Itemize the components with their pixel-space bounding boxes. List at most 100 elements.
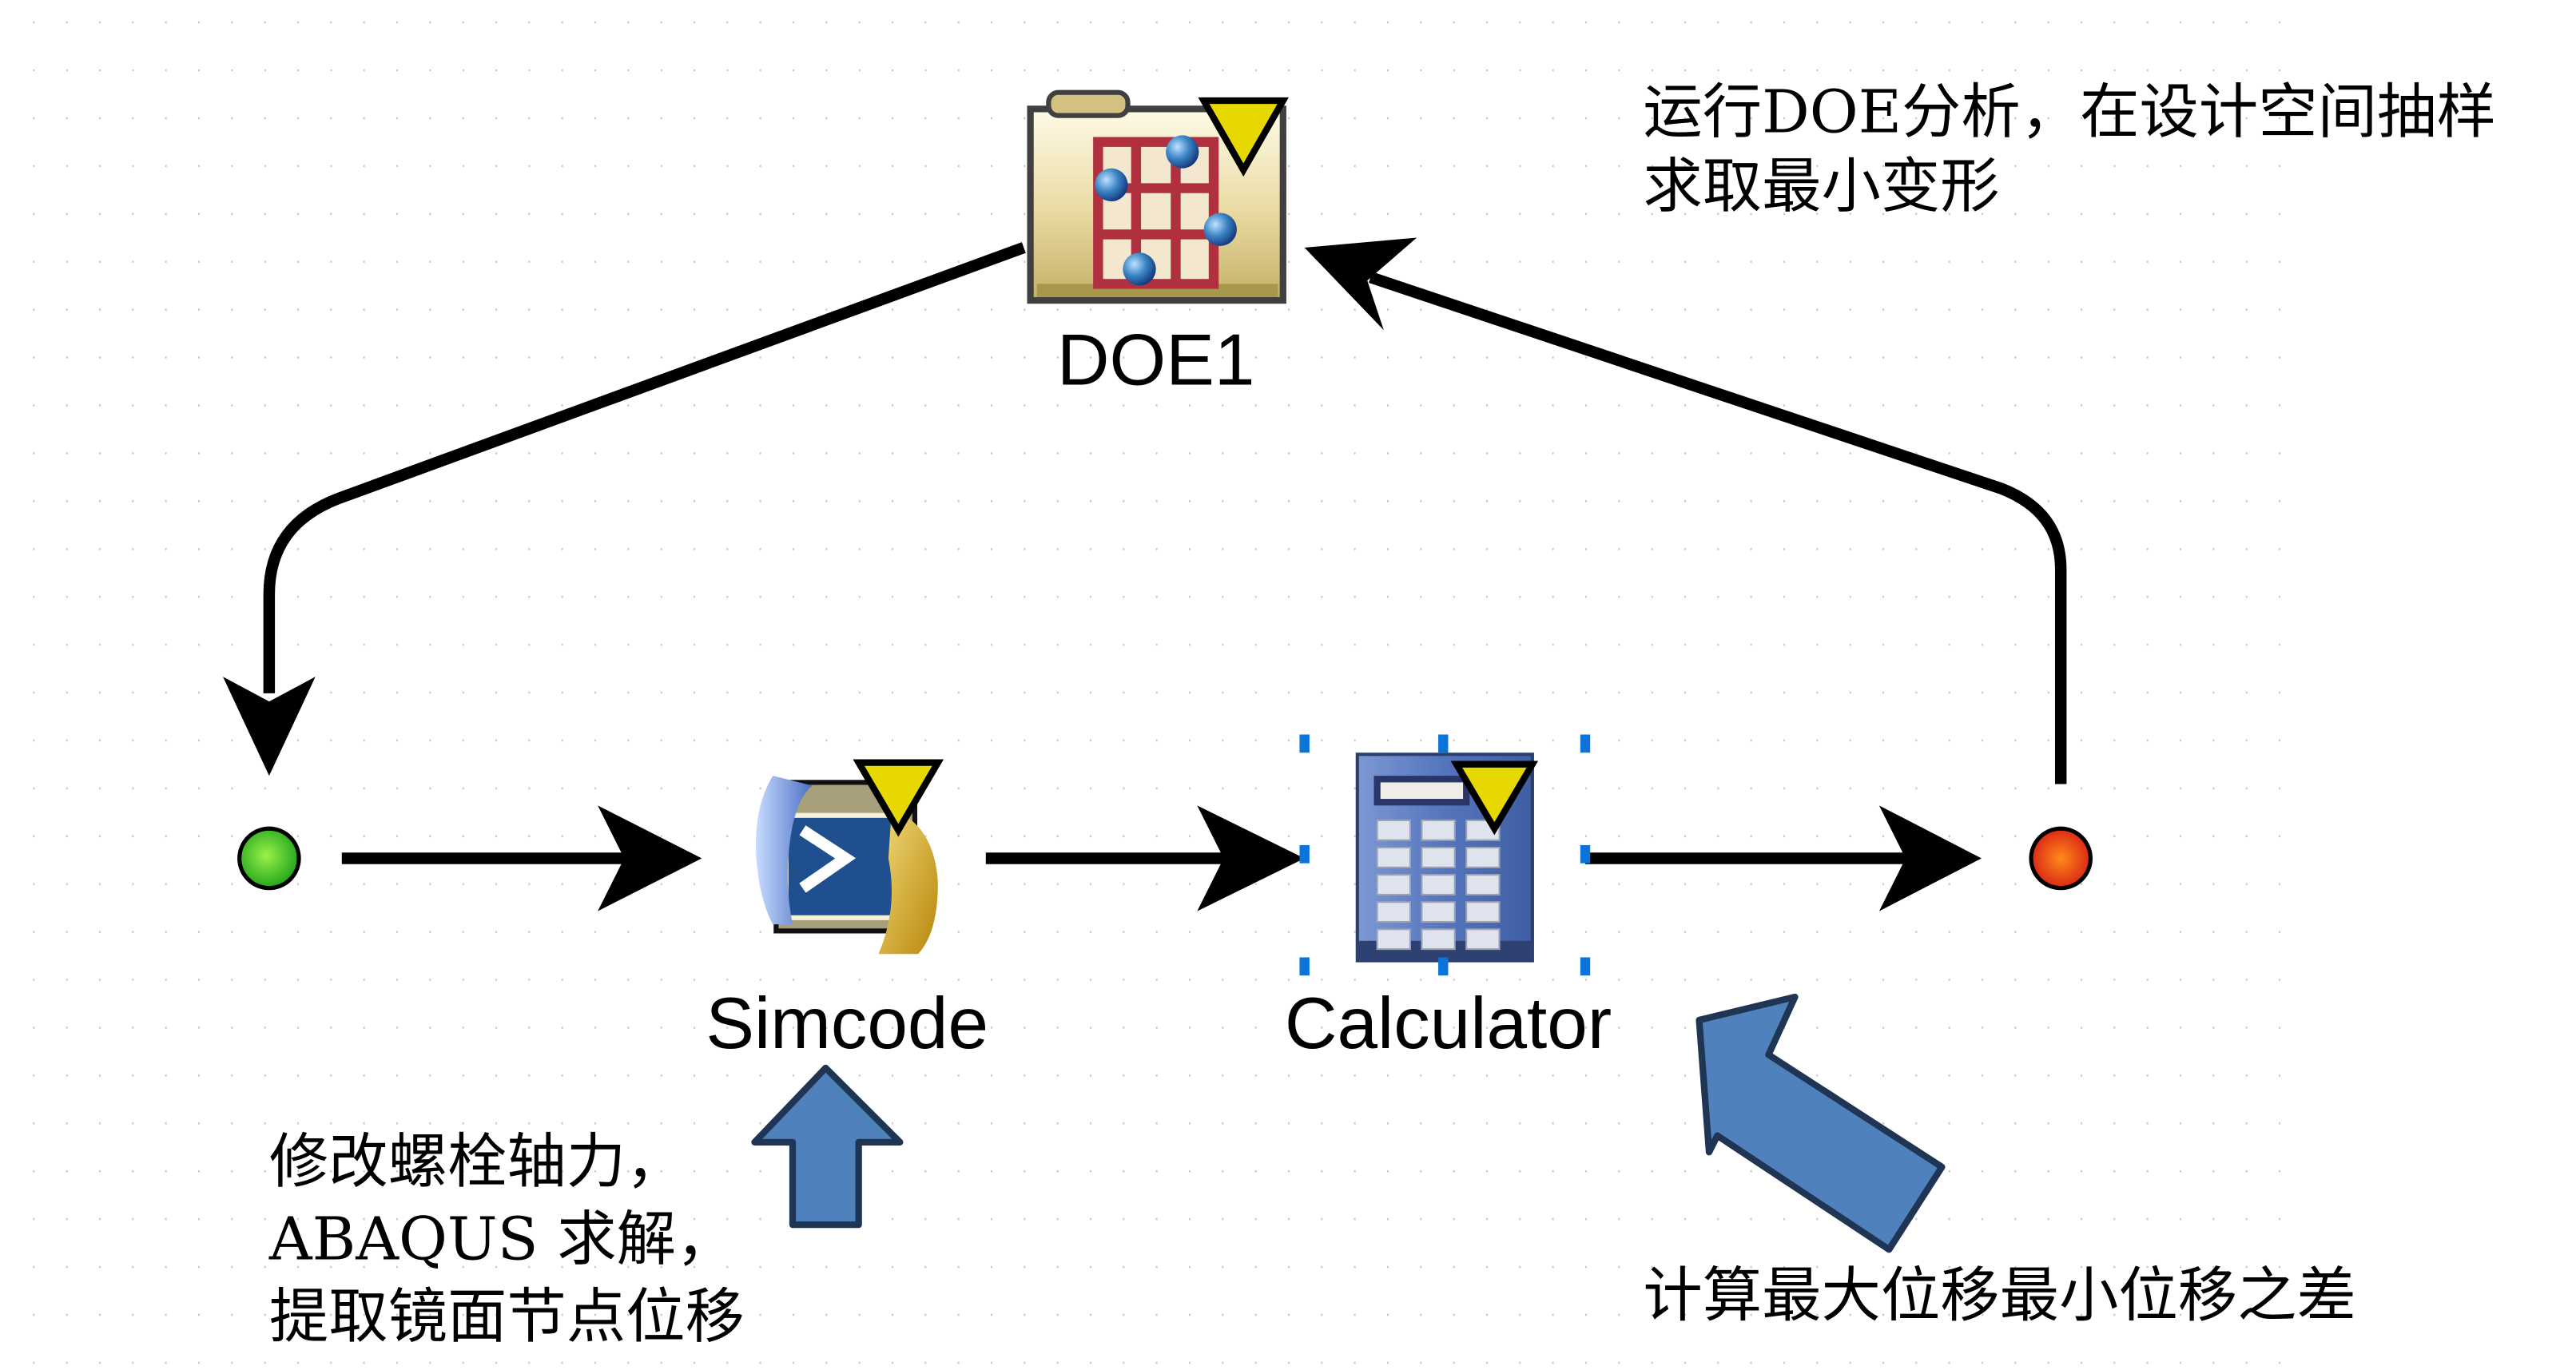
grid-dot [660, 1265, 662, 1269]
grid-dot [297, 787, 300, 790]
grid-dot [396, 356, 399, 359]
grid-dot [1254, 1169, 1257, 1173]
grid-dot [694, 979, 696, 981]
grid-dot [2212, 356, 2215, 359]
selection-handle[interactable] [1299, 734, 1310, 753]
grid-dot [726, 595, 729, 598]
grid-dot [694, 548, 696, 550]
grid-dot [660, 883, 662, 885]
selection-handle[interactable] [1580, 957, 1591, 976]
grid-dot [858, 452, 861, 455]
grid-dot [1189, 691, 1191, 694]
grid-dot [1684, 404, 1687, 407]
selection-handle[interactable] [1438, 734, 1449, 753]
grid-dot [2180, 165, 2182, 168]
start-node[interactable] [237, 826, 301, 891]
grid-dot [1948, 548, 1950, 550]
grid-dot [957, 308, 960, 311]
grid-dot [165, 356, 167, 359]
grid-dot [1024, 117, 1026, 120]
grid-dot [231, 1313, 233, 1316]
connector-simcode-to-calculator[interactable] [985, 805, 1305, 911]
grid-dot [165, 165, 167, 168]
connector-start-to-simcode[interactable] [341, 805, 702, 911]
grid-dot [726, 452, 729, 455]
grid-dot [1453, 260, 1455, 263]
calculator-node[interactable]: Calculator [1285, 734, 1612, 1064]
grid-dot [694, 1265, 696, 1269]
grid-dot [1684, 21, 1687, 24]
grid-dot [462, 1265, 464, 1269]
selection-handle[interactable] [1438, 957, 1449, 976]
grid-dot [297, 1122, 300, 1125]
grid-dot [1453, 21, 1455, 24]
grid-dot [198, 260, 201, 263]
grid-dot [1882, 404, 1885, 407]
grid-dot [1552, 1217, 1554, 1221]
grid-dot [2279, 212, 2281, 216]
grid-dot [1354, 931, 1356, 933]
selection-handle[interactable] [1299, 957, 1310, 976]
grid-dot [363, 548, 365, 550]
grid-dot [957, 1122, 960, 1125]
connector-calculator-to-end[interactable] [1585, 805, 1982, 911]
grid-dot [2014, 787, 2017, 790]
grid-dot [165, 595, 167, 598]
selection-handle[interactable] [1580, 734, 1591, 753]
grid-dot [2047, 308, 2049, 311]
grid-dot [1618, 21, 1620, 24]
grid-dot [264, 1361, 266, 1364]
grid-dot [892, 260, 894, 263]
grid-dot [1750, 308, 1752, 311]
selection-handle[interactable] [1299, 844, 1310, 864]
selection-handle[interactable] [1580, 844, 1591, 864]
grid-dot [1882, 1074, 1885, 1077]
grid-dot [1090, 69, 1092, 72]
connector-end-to-doe1[interactable] [1304, 237, 2067, 784]
grid-dot [1552, 1122, 1554, 1125]
simcode-node[interactable]: Simcode [706, 759, 988, 1064]
doe1-node[interactable]: DOE1 [1027, 89, 1289, 401]
grid-dot [924, 1074, 927, 1077]
grid-dot [429, 1169, 431, 1173]
grid-dot [1684, 260, 1687, 263]
grid-dot [1585, 308, 1588, 311]
grid-dot [694, 69, 696, 72]
grid-dot [2146, 595, 2149, 598]
grid-dot [2047, 1265, 2049, 1269]
grid-dot [825, 739, 828, 742]
grid-dot [1222, 1122, 1224, 1125]
grid-dot [363, 691, 365, 694]
grid-dot [1915, 500, 1918, 502]
grid-dot [1519, 739, 1521, 742]
grid-dot [1387, 212, 1389, 216]
grid-dot [1090, 691, 1092, 694]
grid-dot [694, 1169, 696, 1173]
grid-dot [1189, 1122, 1191, 1125]
grid-dot [627, 643, 630, 646]
grid-dot [858, 21, 861, 24]
grid-dot [957, 260, 960, 263]
grid-dot [1387, 1217, 1389, 1221]
grid-dot [1750, 1361, 1752, 1364]
grid-dot [2047, 691, 2049, 694]
grid-dot [33, 165, 35, 168]
grid-dot [2047, 979, 2049, 981]
grid-dot [627, 69, 630, 72]
grid-dot [660, 165, 662, 168]
grid-dot [2081, 931, 2083, 933]
grid-dot [1123, 1074, 1125, 1077]
grid-dot [1651, 1313, 1653, 1316]
end-node[interactable] [2029, 826, 2093, 891]
grid-dot [429, 404, 431, 407]
grid-dot [33, 1169, 35, 1173]
grid-dot [264, 21, 266, 24]
grid-dot [561, 1313, 563, 1316]
grid-dot [1684, 1169, 1687, 1173]
grid-dot [1024, 739, 1026, 742]
grid-dot [495, 356, 498, 359]
grid-dot [1254, 931, 1257, 933]
grid-dot [1123, 643, 1125, 646]
grid-dot [892, 212, 894, 216]
connector-doe1-to-start[interactable] [223, 242, 1026, 776]
